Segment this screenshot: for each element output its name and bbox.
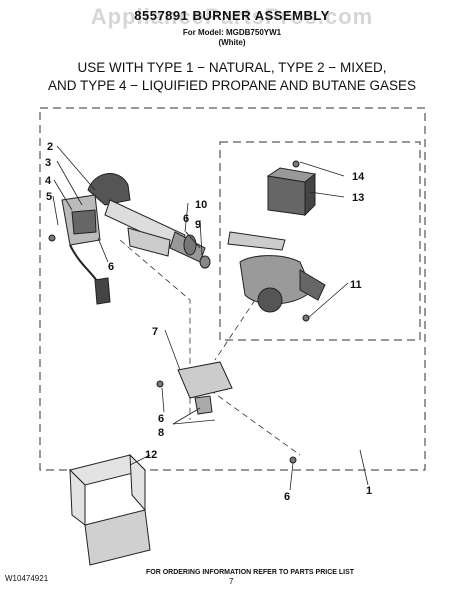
color-line: (White) (218, 38, 246, 47)
callout-5: 5 (46, 191, 52, 203)
document-number: W10474921 (5, 574, 49, 583)
igniter-bracket (61, 194, 111, 305)
callout-8: 8 (158, 427, 164, 439)
orifice (185, 231, 211, 269)
callout-1: 1 (366, 485, 372, 497)
valve-subassembly-outline (219, 141, 421, 341)
callout-6a: 6 (108, 261, 114, 273)
support-bracket (69, 453, 151, 566)
callout-11: 11 (350, 279, 362, 291)
page-number: 7 (229, 577, 234, 586)
burner-tube (87, 173, 206, 263)
usage-line-2: AND TYPE 4 − LIQUIFIED PROPANE AND BUTAN… (48, 78, 416, 93)
callout-6c: 6 (158, 413, 164, 425)
watermark: AppliancePartsPros.com (90, 4, 374, 29)
solenoid-coil (266, 167, 317, 217)
assembly-outline (39, 107, 426, 471)
callout-6d: 6 (284, 491, 290, 503)
callout-6b: 6 (183, 213, 189, 225)
callout-12: 12 (145, 449, 157, 461)
callout-13: 13 (352, 192, 364, 204)
burner-bracket (127, 227, 171, 257)
model-line: For Model: MGDB750YW1 (182, 28, 282, 37)
valve-mounting-bracket (177, 361, 233, 399)
ordering-info: FOR ORDERING INFORMATION REFER TO PARTS … (145, 569, 355, 576)
usage-line-1: USE WITH TYPE 1 − NATURAL, TYPE 2 − MIXE… (77, 60, 387, 75)
screws (48, 160, 310, 464)
page-title: 8557891 BURNER ASSEMBLY (134, 8, 330, 23)
callout-2: 2 (47, 141, 53, 153)
callout-10: 10 (195, 199, 207, 211)
callout-9: 9 (195, 219, 201, 231)
callout-14: 14 (352, 171, 365, 183)
callout-4: 4 (45, 175, 52, 187)
gas-valve (227, 231, 326, 313)
callout-3: 3 (45, 157, 51, 169)
callout-7: 7 (152, 326, 158, 338)
